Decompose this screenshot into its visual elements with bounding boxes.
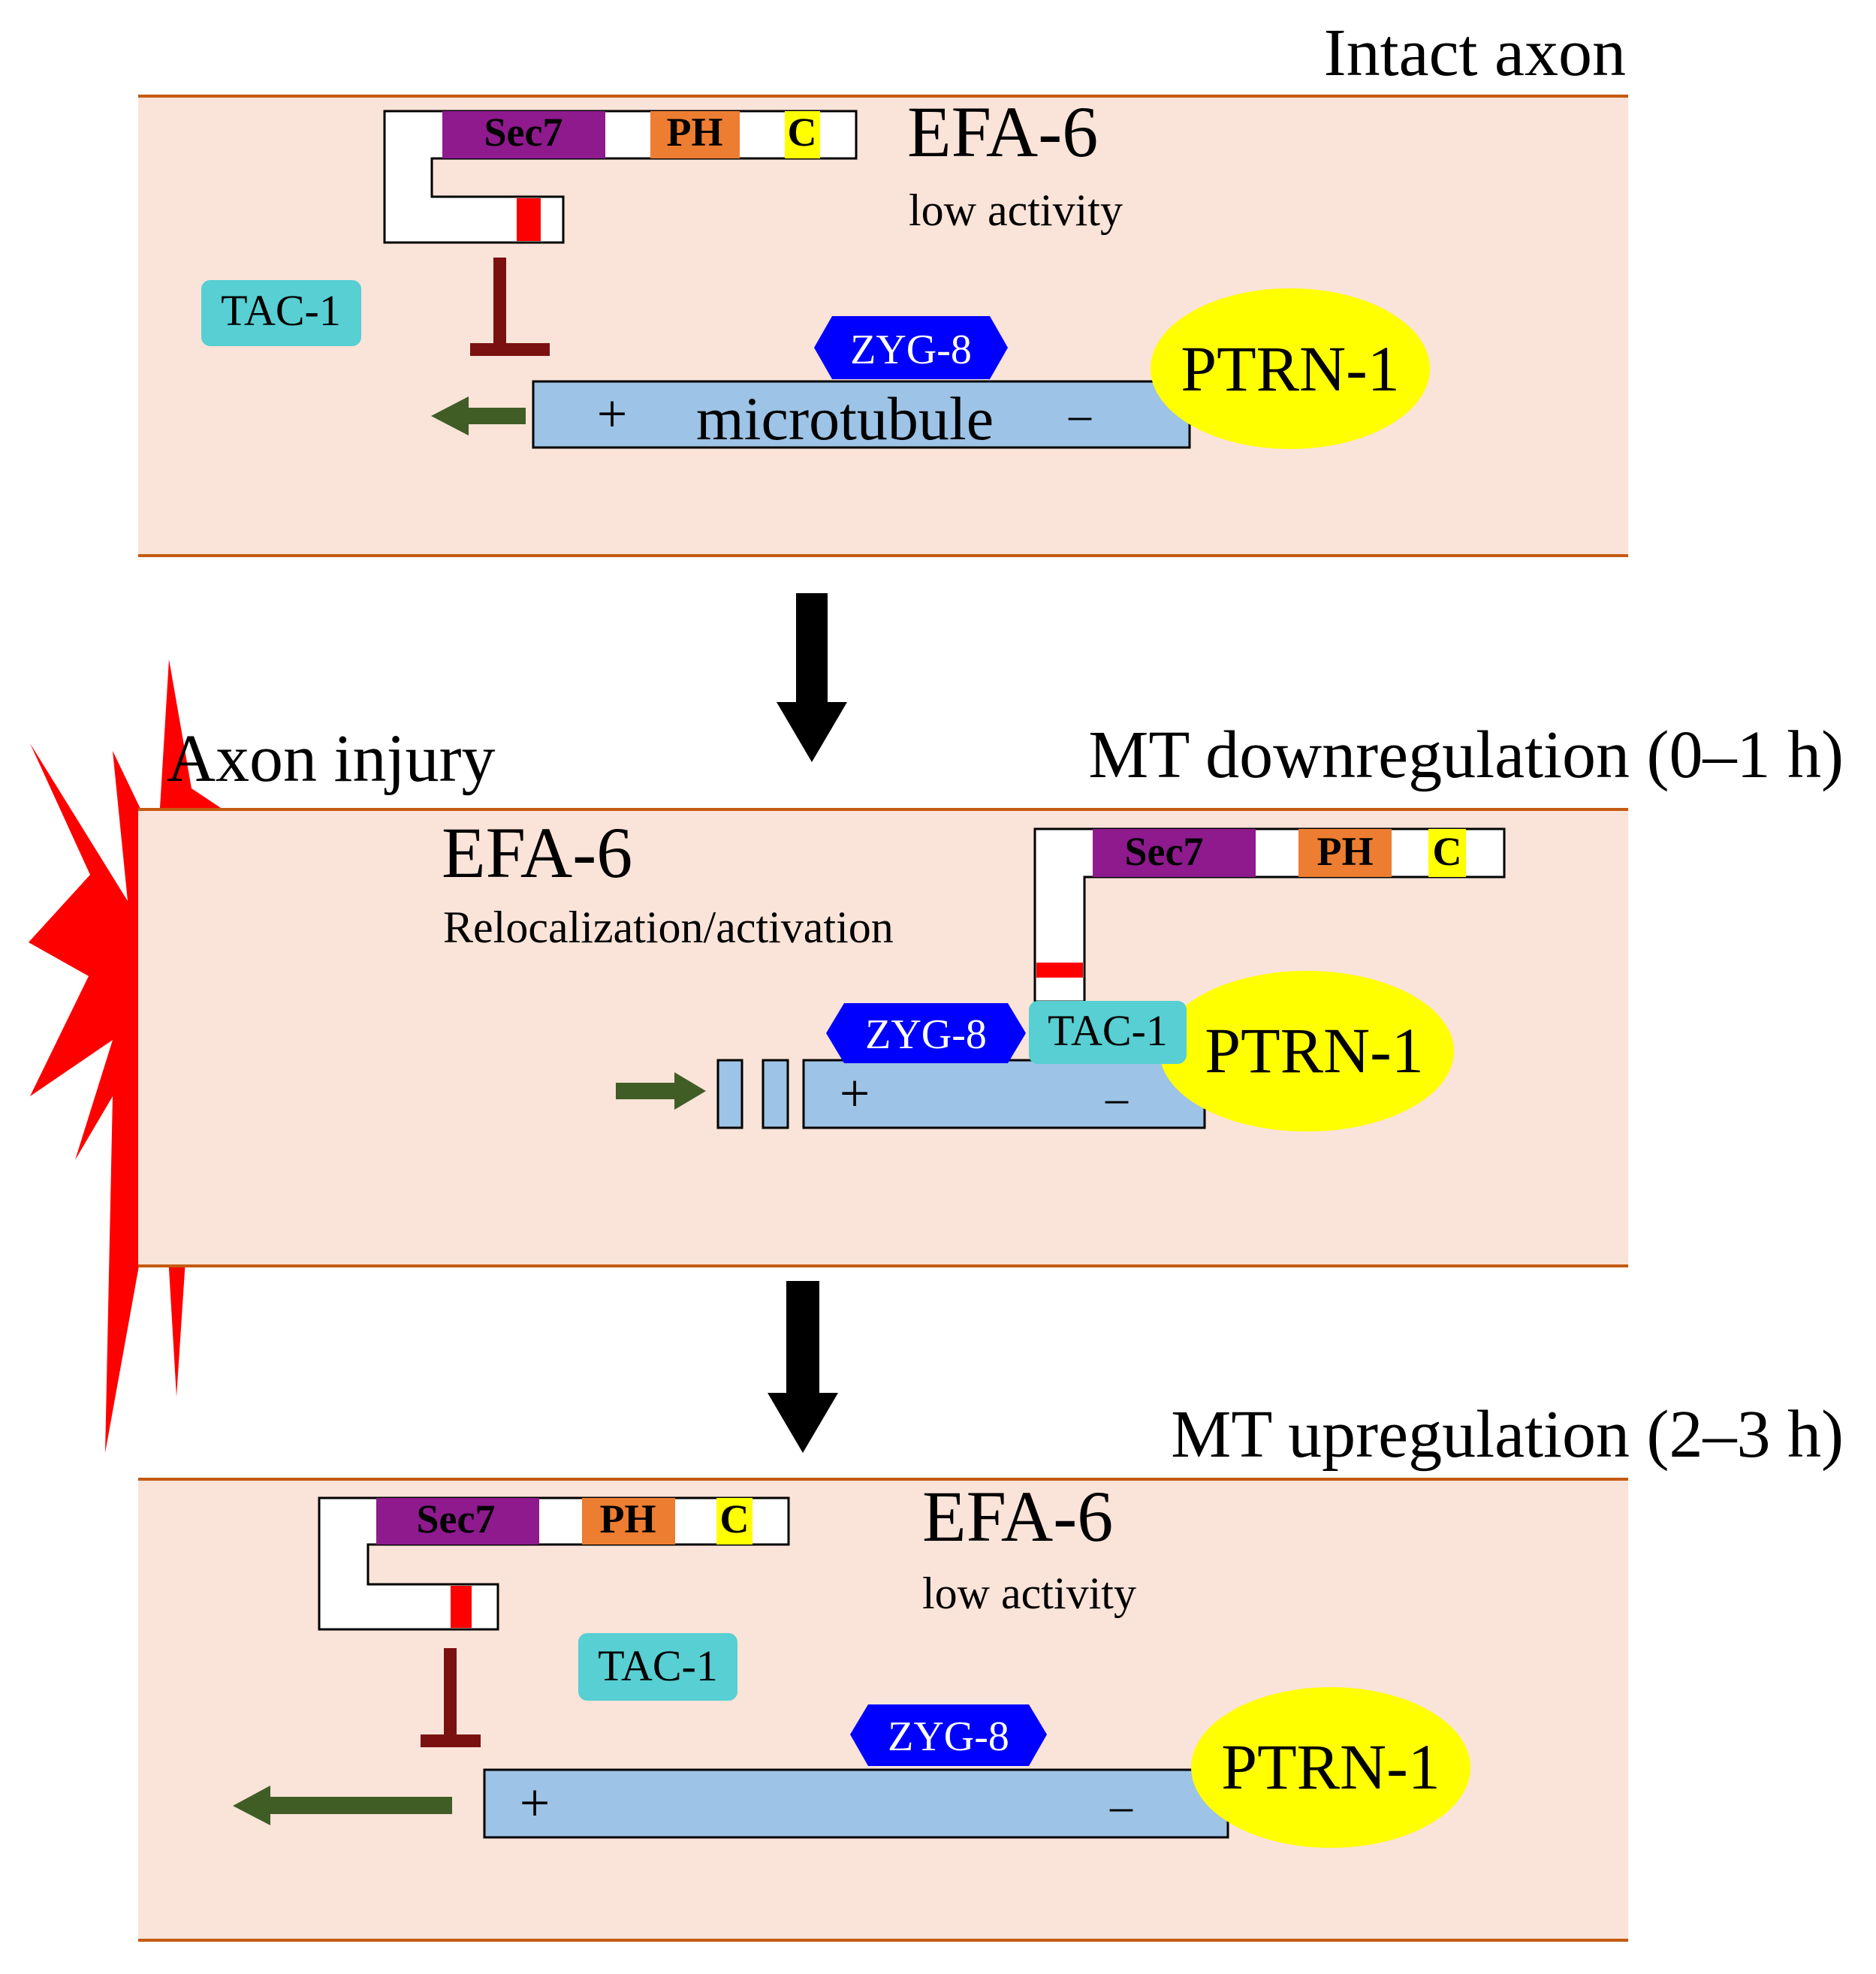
microtubule-plus-end: +	[840, 1063, 870, 1123]
c-domain	[716, 1498, 753, 1545]
microtubule-plus-end: +	[597, 384, 628, 444]
tac1-box	[201, 280, 361, 346]
tac1-label: TAC-1	[1048, 1006, 1168, 1055]
zyg8-hexagon	[850, 1704, 1047, 1766]
panel-intact-header: Intact axon	[1324, 16, 1626, 90]
tac1-label: TAC-1	[598, 1641, 718, 1690]
microtubule-minus-end: –	[1109, 1781, 1133, 1831]
microtubule-minus-end: –	[1105, 1073, 1129, 1123]
microtubule-fragment-2	[762, 1059, 789, 1129]
c-domain	[785, 111, 820, 158]
efa6-state: low activity	[922, 1569, 1136, 1618]
microtubule-fragment-1	[716, 1059, 743, 1129]
ptrn1-ellipse	[1160, 971, 1454, 1132]
transition-arrow-2	[768, 1281, 838, 1453]
axon-injury-label: Axon injury	[167, 722, 495, 796]
c-label: C	[788, 110, 817, 155]
zyg8-label: ZYG-8	[850, 327, 972, 373]
efa6-protein-extended: Sec7 PH C	[1033, 827, 1506, 1003]
efa6-label: EFA-6	[907, 92, 1098, 172]
ptrn1-label: PTRN-1	[1205, 1014, 1423, 1086]
zyg8-hexagon	[826, 1003, 1026, 1063]
ptrn1-label: PTRN-1	[1181, 333, 1399, 405]
growth-arrow-left	[431, 396, 526, 435]
microtubule-label: microtubule	[696, 384, 994, 453]
efa6-label: EFA-6	[922, 1476, 1113, 1557]
inhibition-symbol	[470, 258, 550, 356]
ptrn1-ellipse	[1151, 288, 1430, 449]
c-domain	[1428, 829, 1466, 877]
ph-label: PH	[600, 1496, 656, 1542]
efa6-red-mark	[451, 1586, 472, 1628]
sec7-domain	[1093, 829, 1256, 877]
ptrn1-label: PTRN-1	[1221, 1731, 1440, 1803]
inhibition-symbol	[421, 1648, 481, 1747]
ph-label: PH	[1317, 829, 1374, 874]
tac1-box	[1029, 1001, 1187, 1064]
panel-recovery-header: MT upregulation (2–3 h)	[1171, 1397, 1844, 1472]
microtubule	[483, 1768, 1229, 1839]
ptrn1-ellipse	[1191, 1687, 1470, 1848]
panel-recovery: MT upregulation (2–3 h) Sec7 PH C EFA-6 …	[138, 1397, 1844, 1942]
efa6-protein-folded: Sec7 PH C	[383, 110, 858, 244]
tac1-box	[578, 1633, 737, 1701]
efa6-red-mark	[517, 198, 541, 241]
ph-domain	[1298, 829, 1392, 877]
ph-domain	[582, 1498, 675, 1545]
microtubule-plus-end: +	[520, 1773, 550, 1833]
efa6-state: Relocalization/activation	[443, 903, 894, 952]
sec7-label: Sec7	[417, 1496, 496, 1542]
panel-injury: Axon injury MT downregulation (0–1 h) EF…	[138, 718, 1844, 1267]
zyg8-label: ZYG-8	[888, 1713, 1009, 1760]
zyg8-hexagon	[814, 316, 1008, 379]
sec7-domain	[442, 111, 605, 158]
efa6-label: EFA-6	[442, 812, 632, 893]
sec7-label: Sec7	[484, 110, 563, 155]
transition-arrow-1	[777, 593, 847, 762]
ph-domain	[650, 111, 740, 158]
panel-intact-axon: Intact axon Sec7 PH C EFA-6 low activity…	[138, 16, 1628, 557]
efa6-red-mark	[1036, 963, 1083, 978]
growth-arrow-left	[233, 1786, 452, 1825]
panel-injury-header: MT downregulation (0–1 h)	[1088, 718, 1844, 792]
c-label: C	[1433, 829, 1462, 874]
growth-arrow-right	[616, 1072, 706, 1110]
tac1-label: TAC-1	[221, 286, 341, 335]
sec7-domain	[376, 1498, 539, 1545]
sec7-label: Sec7	[1125, 829, 1204, 874]
microtubule-minus-end: –	[1068, 390, 1092, 439]
microtubule	[802, 1059, 1206, 1129]
ph-label: PH	[667, 110, 723, 155]
c-label: C	[720, 1496, 749, 1542]
efa6-protein-folded: Sec7 PH C	[318, 1496, 790, 1631]
efa6-state: low activity	[909, 185, 1123, 235]
zyg8-label: ZYG-8	[865, 1011, 987, 1058]
